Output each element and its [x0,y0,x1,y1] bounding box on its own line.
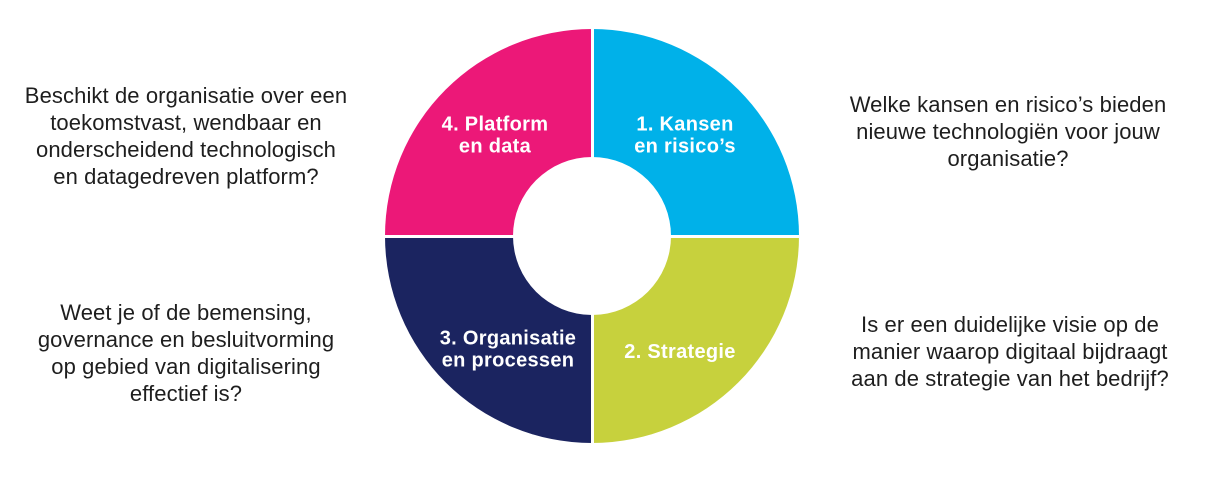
question-kansen-en-risicos: Welke kansen en risico’s bieden nieuwe t… [849,92,1167,171]
question-platform-en-data: Beschikt de organisatie over een toekoms… [24,83,348,189]
question-strategie: Is er een duidelijke visie op de manier … [851,312,1169,391]
segment-label-platform-en-data: 4. Platform en data [441,113,549,158]
segment-label-strategie: 2. Strategie [624,340,736,363]
donut-hole [513,157,671,315]
segment-label-kansen-en-risicos: 1. Kansen en risico’s [634,113,736,158]
segment-label-organisatie-en-processen: 3. Organisatie en processen [439,327,577,372]
question-organisatie-en-processen: Weet je of de bemensing, governance en b… [37,300,335,406]
donut-chart: 1. Kansen en risico’s 2. Strategie 3. Or… [385,29,799,443]
